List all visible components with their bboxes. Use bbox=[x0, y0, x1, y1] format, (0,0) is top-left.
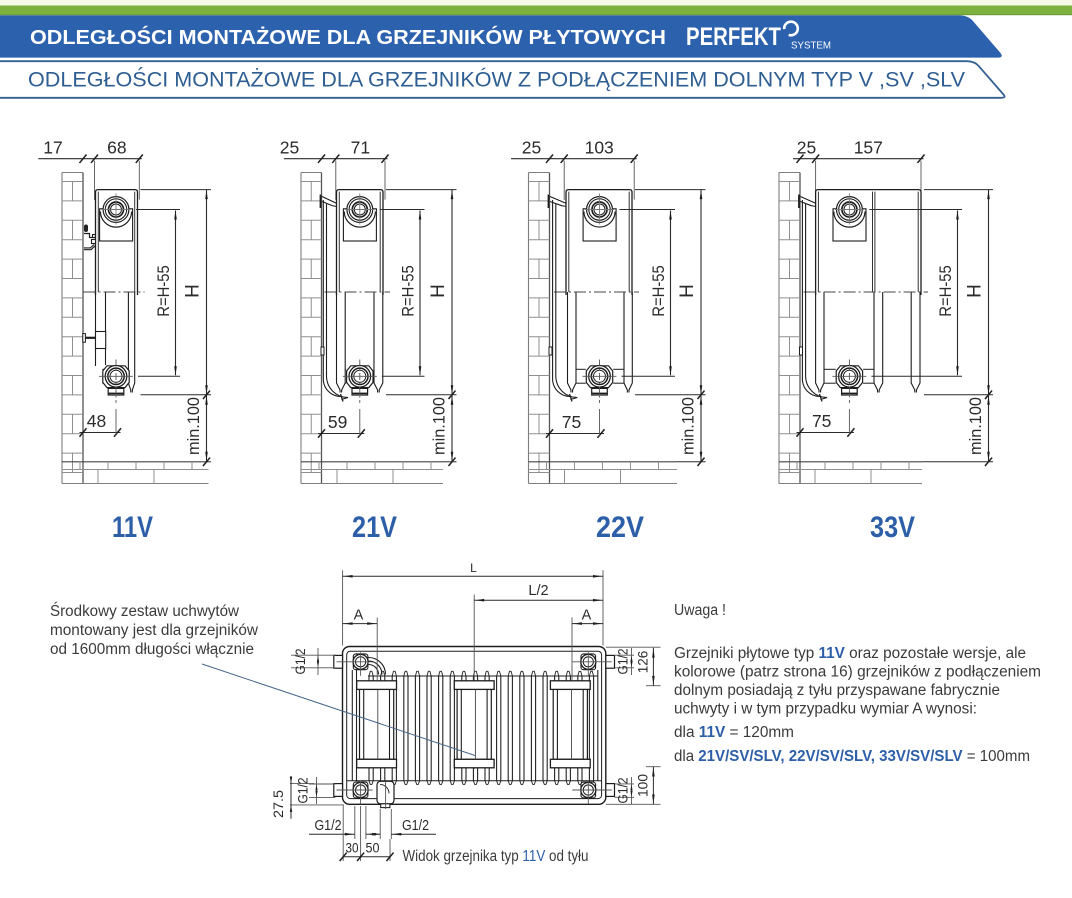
svg-text:Środkowy zestaw uchwytów: Środkowy zestaw uchwytów bbox=[50, 602, 240, 620]
svg-text:ODLEGŁOŚCI MONTAŻOWE DLA GR: ODLEGŁOŚCI MONTAŻOWE DLA GRZEJNIKÓW PŁYT… bbox=[30, 25, 666, 49]
svg-text:H: H bbox=[677, 284, 698, 298]
svg-text:R=H-55: R=H-55 bbox=[400, 265, 418, 317]
svg-text:Grzejniki płytowe typ 11V oraz: Grzejniki płytowe typ 11V oraz pozostałe… bbox=[674, 645, 1026, 662]
svg-text:G1/2: G1/2 bbox=[295, 777, 311, 803]
svg-text:H: H bbox=[965, 284, 986, 298]
svg-text:min.100: min.100 bbox=[966, 397, 985, 455]
svg-text:ODLEGŁOŚCI MONTAŻOWE DLA GRZEJ: ODLEGŁOŚCI MONTAŻOWE DLA GRZEJNIKÓW Z PO… bbox=[28, 68, 965, 92]
svg-text:25: 25 bbox=[280, 138, 299, 158]
svg-text:G1/2: G1/2 bbox=[292, 648, 308, 674]
svg-text:Widok grzejnika typ 11V od tył: Widok grzejnika typ 11V od tyłu bbox=[403, 848, 589, 865]
svg-text:dla 11V = 120mm: dla 11V = 120mm bbox=[674, 724, 794, 741]
svg-text:L/2: L/2 bbox=[528, 583, 548, 599]
svg-text:68: 68 bbox=[107, 138, 126, 158]
svg-text:27.5: 27.5 bbox=[270, 790, 286, 818]
svg-text:22V: 22V bbox=[596, 511, 644, 544]
svg-text:103: 103 bbox=[585, 138, 614, 158]
svg-text:Uwaga !: Uwaga ! bbox=[674, 602, 726, 619]
svg-text:montowany jest dla grzejników: montowany jest dla grzejników bbox=[50, 622, 259, 639]
svg-text:75: 75 bbox=[812, 411, 831, 431]
svg-text:21V: 21V bbox=[352, 511, 397, 544]
svg-text:dla 21V/SV/SLV, 22V/SV/SLV, 33: dla 21V/SV/SLV, 22V/SV/SLV, 33V/SV/SLV =… bbox=[674, 748, 1030, 765]
svg-text:dolnym posiadają z tyłu przysp: dolnym posiadają z tyłu przyspawane fabr… bbox=[674, 682, 1000, 699]
svg-text:H: H bbox=[183, 284, 204, 298]
svg-text:30: 30 bbox=[346, 841, 359, 856]
svg-text:SYSTEM: SYSTEM bbox=[791, 40, 831, 52]
svg-text:100: 100 bbox=[635, 774, 651, 797]
svg-text:H: H bbox=[428, 284, 449, 298]
svg-text:17: 17 bbox=[43, 138, 62, 158]
svg-text:R=H-55: R=H-55 bbox=[937, 265, 955, 317]
svg-text:33V: 33V bbox=[870, 511, 915, 544]
svg-text:75: 75 bbox=[562, 412, 581, 432]
svg-text:71: 71 bbox=[351, 138, 370, 158]
svg-text:A: A bbox=[354, 608, 364, 624]
svg-text:G1/2: G1/2 bbox=[615, 777, 631, 803]
svg-text:25: 25 bbox=[797, 138, 816, 158]
svg-text:R=H-55: R=H-55 bbox=[650, 265, 668, 317]
svg-text:157: 157 bbox=[854, 138, 883, 158]
svg-text:L: L bbox=[470, 561, 477, 575]
svg-text:min.100: min.100 bbox=[430, 397, 449, 455]
svg-text:G1/2: G1/2 bbox=[402, 818, 429, 834]
svg-text:50: 50 bbox=[366, 841, 380, 856]
svg-text:min.100: min.100 bbox=[679, 397, 698, 455]
svg-text:48: 48 bbox=[87, 411, 106, 431]
svg-text:kolorowe (patrz strona 16) grz: kolorowe (patrz strona 16) grzejników z … bbox=[674, 664, 1041, 681]
svg-text:11V: 11V bbox=[112, 511, 153, 544]
svg-text:od 1600mm długości włącznie: od 1600mm długości włącznie bbox=[50, 641, 254, 658]
svg-text:A: A bbox=[582, 608, 592, 624]
svg-text:PERFEKT: PERFEKT bbox=[686, 23, 781, 51]
svg-text:min.100: min.100 bbox=[184, 397, 203, 455]
svg-text:R=H-55: R=H-55 bbox=[155, 265, 173, 317]
svg-text:G1/2: G1/2 bbox=[315, 818, 342, 834]
svg-text:126: 126 bbox=[635, 651, 651, 674]
svg-text:25: 25 bbox=[522, 138, 541, 158]
svg-text:59: 59 bbox=[328, 412, 347, 432]
svg-text:G1/2: G1/2 bbox=[615, 648, 631, 674]
svg-text:uchwyty i w tym przypadku wymi: uchwyty i w tym przypadku wymiar A wynos… bbox=[674, 701, 977, 718]
